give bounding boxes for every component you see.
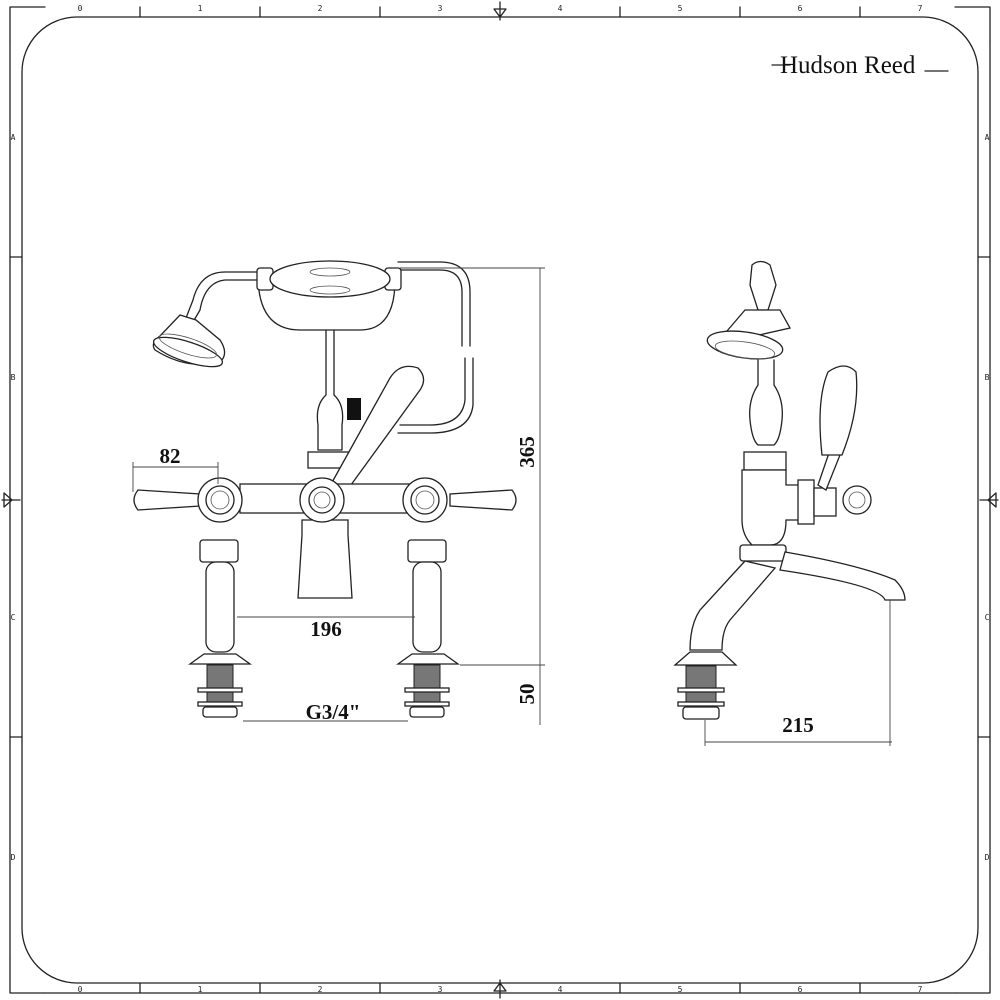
ruler-col-label: 0 [78,985,83,994]
ruler-row-label: A [11,133,16,142]
ruler-ticks [9,6,991,994]
dimension-spout-projection: 215 [782,713,814,737]
brand-logo: Hudson Reed [771,52,949,79]
ruler-col-label: 0 [78,4,83,13]
ruler-col-label: 4 [558,4,563,13]
brand-name: Hudson Reed [780,52,916,79]
ruler-col-label: 6 [798,985,803,994]
ruler-row-label: B [11,373,16,382]
ruler-col-label: 1 [198,985,203,994]
ruler-row-label: D [11,853,16,862]
diverter-lever [324,365,425,501]
ruler-col-label: 6 [798,4,803,13]
ruler-col-label: 3 [438,985,443,994]
dimension-thread-size: G3/4" [306,700,361,724]
right-leg [395,539,461,718]
ruler-col-label: 2 [318,985,323,994]
side-spout [779,551,906,601]
dimension-lines [132,267,892,746]
ruler-col-label: 1 [198,4,203,13]
ruler-row-label: A [985,133,990,142]
left-valve [133,477,243,523]
side-lever [819,365,858,456]
ruler-col-label: 7 [918,985,923,994]
front-view [133,260,517,718]
ruler-row-label: B [985,373,990,382]
ruler-row-label: D [985,853,990,862]
ruler-row-label: C [11,613,16,622]
ruler-col-label: 3 [438,4,443,13]
ruler-col-label: 7 [918,4,923,13]
handset [256,260,402,331]
dimension-overall-height: 365 [515,436,539,468]
dimension-tail-length: 50 [515,684,539,705]
ruler-col-label: 2 [318,4,323,13]
ruler-labels: 0 1 2 3 4 5 6 7 0 1 2 3 4 5 6 7 A B C D … [11,4,990,994]
diverter-connector [347,398,361,420]
ruler-row-label: C [985,613,990,622]
ruler-col-label: 4 [558,985,563,994]
ruler-col-label: 5 [678,4,683,13]
left-leg [187,539,253,718]
right-valve [402,477,517,523]
side-view [673,260,906,720]
ruler-col-label: 5 [678,985,683,994]
dimension-valve-centres: 196 [310,617,342,641]
dimension-lever-reach: 82 [160,444,181,468]
spout [297,519,353,599]
shower-head [152,314,226,368]
centre-valve [299,477,345,523]
